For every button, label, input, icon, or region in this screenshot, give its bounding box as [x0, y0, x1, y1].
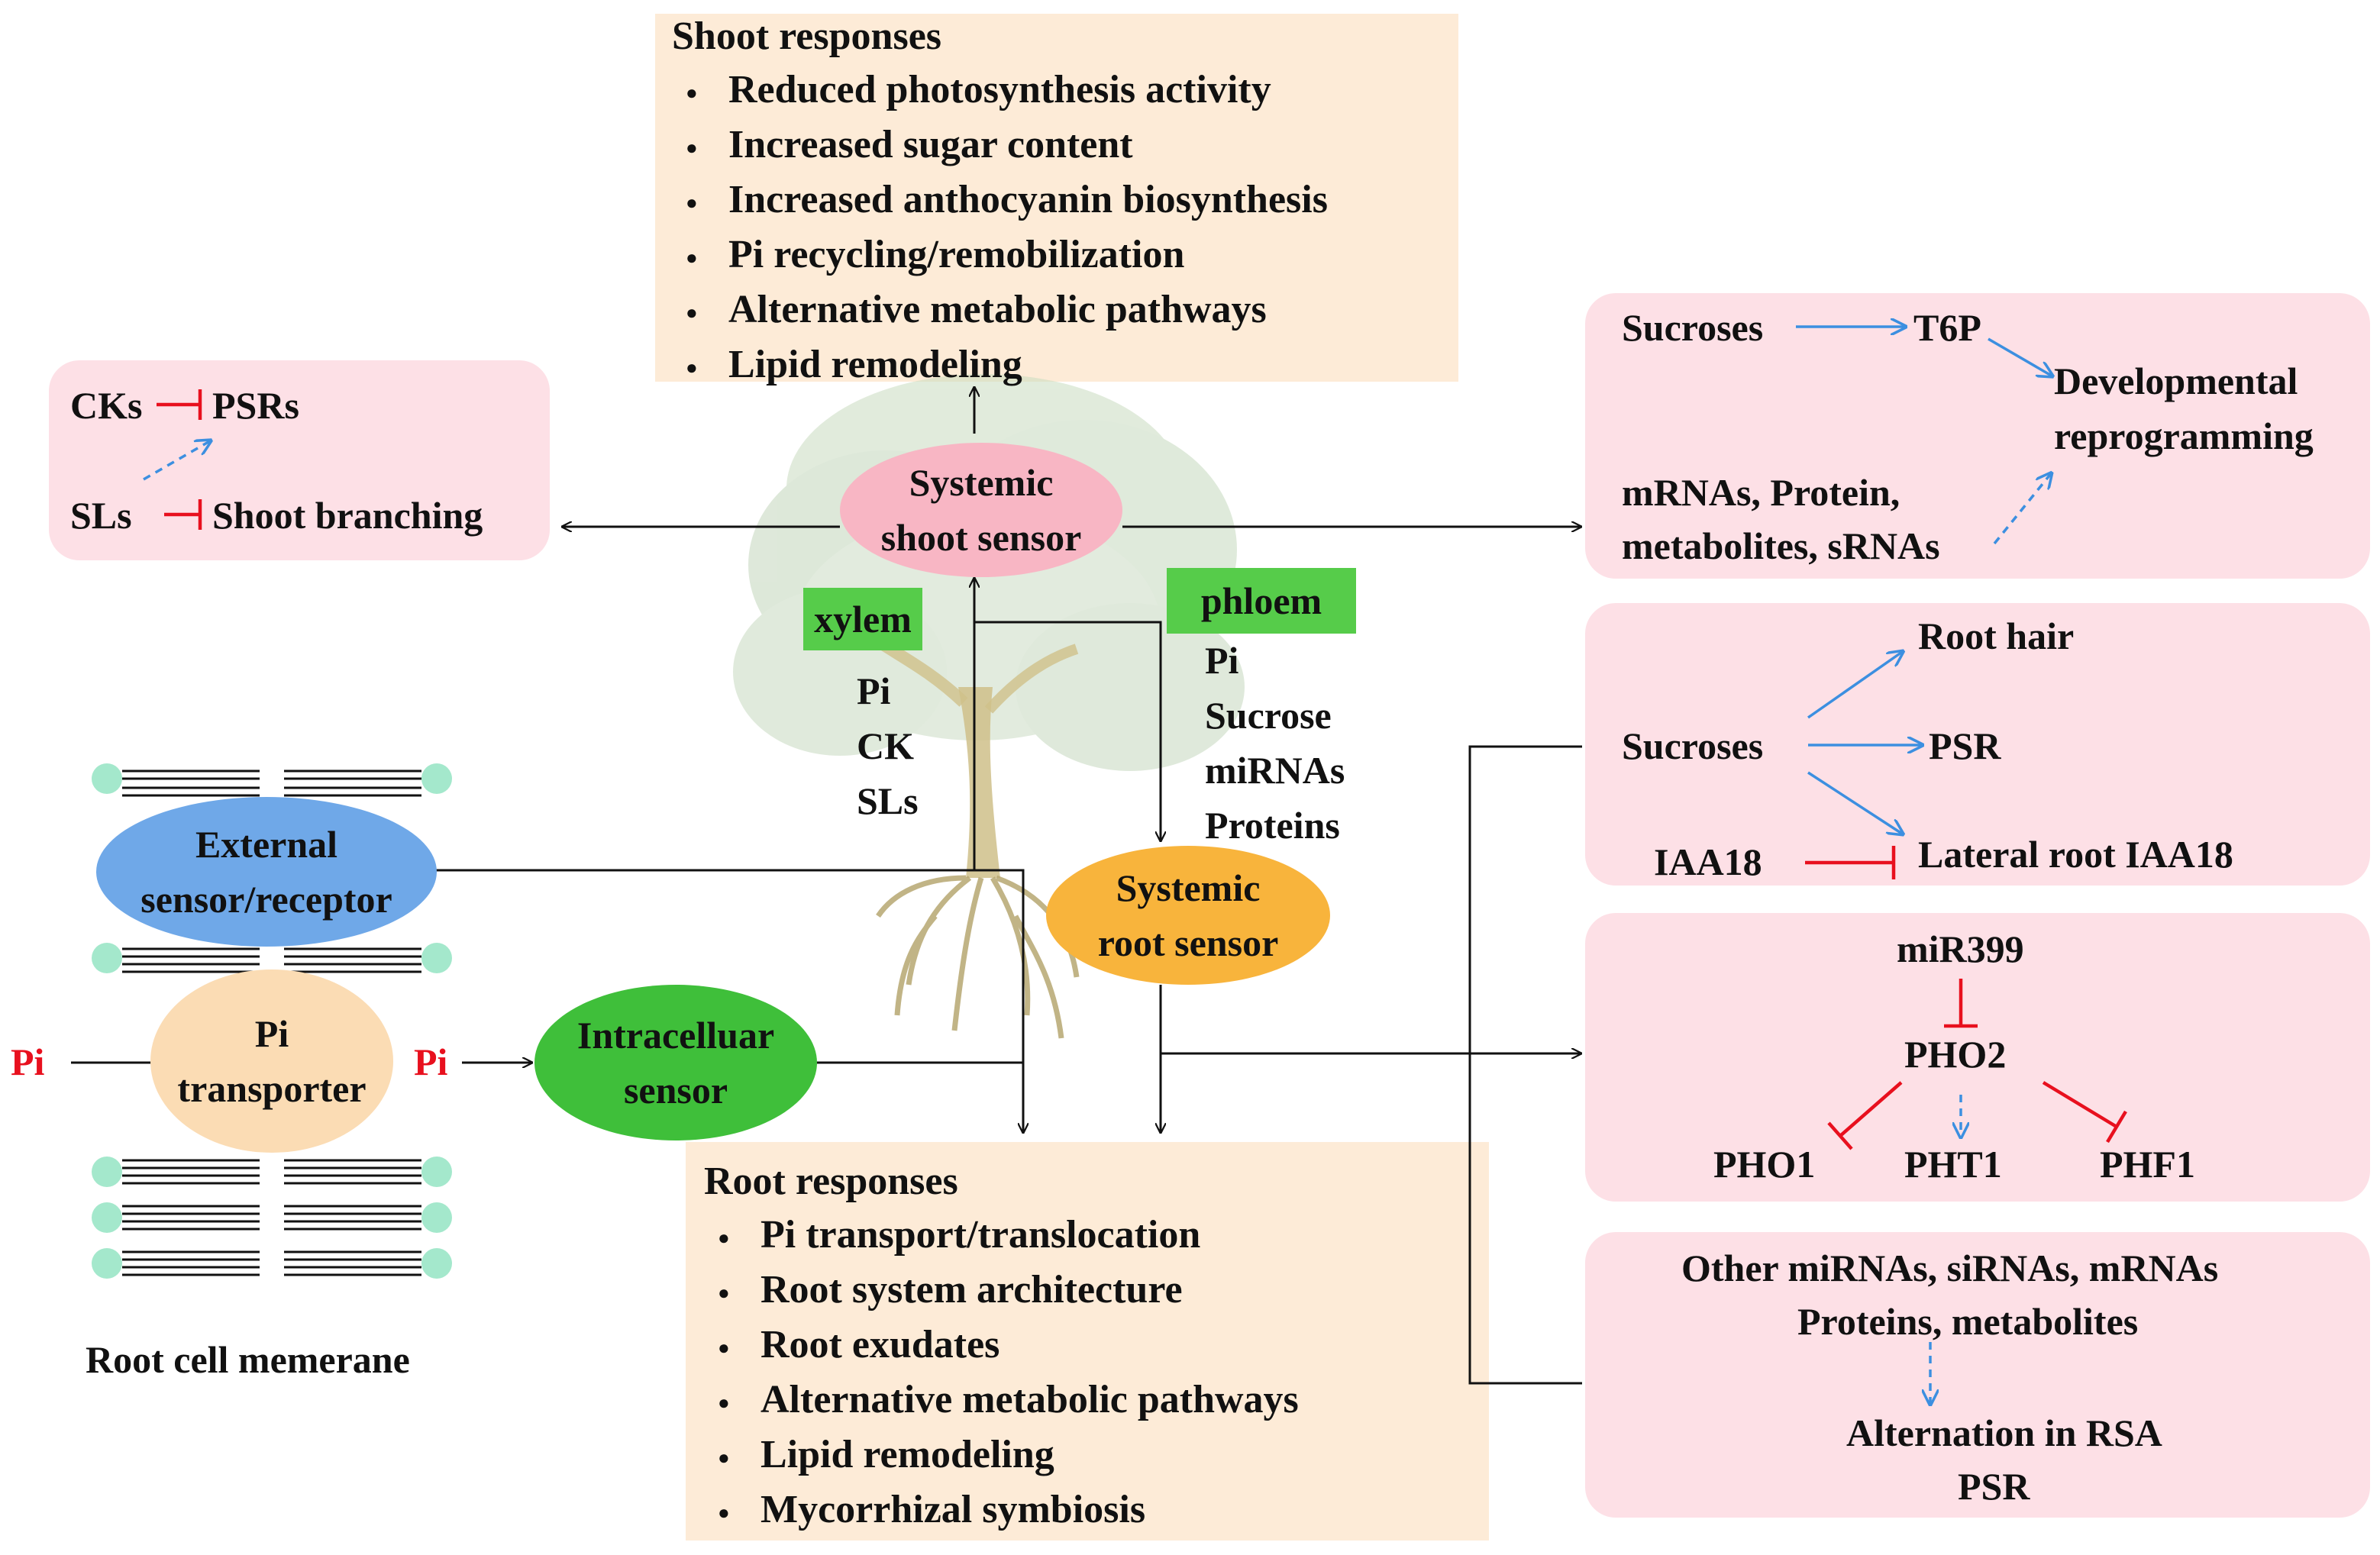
other-psr-label: PSR	[1958, 1465, 2030, 1508]
mrnas-protein-label: mRNAs, Protein,	[1622, 471, 1900, 514]
pht1-label: PHT1	[1904, 1143, 2002, 1186]
pi-transporter-line1: Pi	[254, 1012, 289, 1055]
pi-outside-label: Pi	[11, 1040, 45, 1083]
intracellular-sensor-line2: sensor	[623, 1069, 728, 1111]
phloem-item-mirnas: miRNAs	[1205, 749, 1345, 792]
blue-arrows	[143, 327, 2054, 1406]
list-item: Pi recycling/remobilization	[664, 227, 1328, 282]
proteins-metabolites-label: Proteins, metabolites	[1797, 1300, 2139, 1343]
root-sensor-line2: root sensor	[1097, 921, 1279, 964]
membrane-bilayer	[92, 763, 452, 1279]
psrs-label: PSRs	[212, 384, 299, 427]
phloem-item-proteins: Proteins	[1205, 804, 1340, 847]
list-item: Root exudates	[696, 1318, 1299, 1373]
pho2-label: PHO2	[1904, 1033, 2007, 1076]
lateral-root-label: Lateral root IAA18	[1918, 833, 2233, 876]
list-item: Lipid remodeling	[696, 1428, 1299, 1482]
reprogramming-label: reprogramming	[2054, 415, 2314, 457]
shoot-responses-title: Shoot responses	[672, 15, 942, 58]
intracellular-sensor-line1: Intracelluar	[576, 1014, 775, 1057]
list-item: Mycorrhizal symbiosis	[696, 1482, 1299, 1537]
metabolites-srnas-label: metabolites, sRNAs	[1622, 524, 1940, 567]
list-item: Lipid remodeling	[664, 337, 1328, 392]
xylem-tag: xylem	[803, 588, 922, 650]
black-connectors	[71, 386, 1582, 1385]
shoot-sensor-line2: shoot sensor	[880, 516, 1082, 559]
intracellular-sensor: Intracelluar sensor	[534, 985, 817, 1140]
external-sensor-receptor: External sensor/receptor	[96, 797, 437, 947]
other-box	[1585, 1232, 2370, 1518]
root-hair-sucroses: Sucroses	[1622, 724, 1764, 767]
list-item: Alternative metabolic pathways	[664, 282, 1328, 337]
systemic-root-sensor: Systemic root sensor	[1046, 846, 1330, 985]
t6p-sucroses: Sucroses	[1622, 306, 1764, 349]
mir399-box	[1585, 913, 2370, 1202]
t6p-label: T6P	[1913, 306, 1981, 349]
sls-label: SLs	[70, 494, 132, 537]
root-responses-list: Pi transport/translocation Root system a…	[696, 1208, 1299, 1537]
root-sensor-line1: Systemic	[1116, 866, 1261, 909]
xylem-item-ck: CK	[857, 724, 914, 767]
shoot-branching-label: Shoot branching	[212, 494, 483, 537]
iaa18-label: IAA18	[1654, 840, 1762, 883]
phloem-tag: phloem	[1167, 568, 1356, 634]
alternation-rsa-label: Alternation in RSA	[1846, 1411, 2162, 1454]
list-item: Alternative metabolic pathways	[696, 1373, 1299, 1428]
tree-roots	[876, 875, 1080, 1039]
pi-transporter-line2: transporter	[177, 1067, 367, 1110]
other-mirnas-label: Other miRNAs, siRNAs, mRNAs	[1681, 1247, 2219, 1289]
mir399-label: miR399	[1897, 928, 2024, 970]
pho1-label: PHO1	[1713, 1143, 1816, 1186]
phloem-item-pi: Pi	[1205, 639, 1239, 682]
phloem-item-sucrose: Sucrose	[1205, 694, 1332, 737]
psr-label: PSR	[1929, 724, 2001, 767]
cks-label: CKs	[70, 384, 143, 427]
developmental-label: Developmental	[2054, 360, 2298, 402]
xylem-item-pi: Pi	[857, 669, 891, 712]
shoot-responses-list: Reduced photosynthesis activity Increase…	[664, 63, 1328, 392]
root-hair-box	[1585, 603, 2370, 886]
systemic-shoot-sensor: Systemic shoot sensor	[840, 443, 1122, 577]
list-item: Pi transport/translocation	[696, 1208, 1299, 1263]
tree-trunk	[958, 687, 1000, 878]
phf1-label: PHF1	[2100, 1143, 2195, 1186]
pi-transporter: Pi transporter	[150, 969, 393, 1153]
membrane-caption: Root cell memerane	[86, 1338, 410, 1381]
t6p-box	[1585, 293, 2370, 579]
cks-box	[49, 360, 550, 560]
xylem-item-sls: SLs	[857, 779, 919, 822]
red-inhibitions	[157, 389, 2127, 1150]
pi-inside-label: Pi	[414, 1040, 448, 1083]
list-item: Root system architecture	[696, 1263, 1299, 1318]
root-hair-label: Root hair	[1918, 615, 2075, 657]
root-responses-title: Root responses	[704, 1160, 958, 1203]
list-item: Increased anthocyanin biosynthesis	[664, 173, 1328, 227]
external-sensor-line1: External	[195, 823, 338, 866]
list-item: Increased sugar content	[664, 118, 1328, 173]
shoot-sensor-line1: Systemic	[909, 461, 1054, 504]
list-item: Reduced photosynthesis activity	[664, 63, 1328, 118]
external-sensor-line2: sensor/receptor	[140, 878, 392, 921]
